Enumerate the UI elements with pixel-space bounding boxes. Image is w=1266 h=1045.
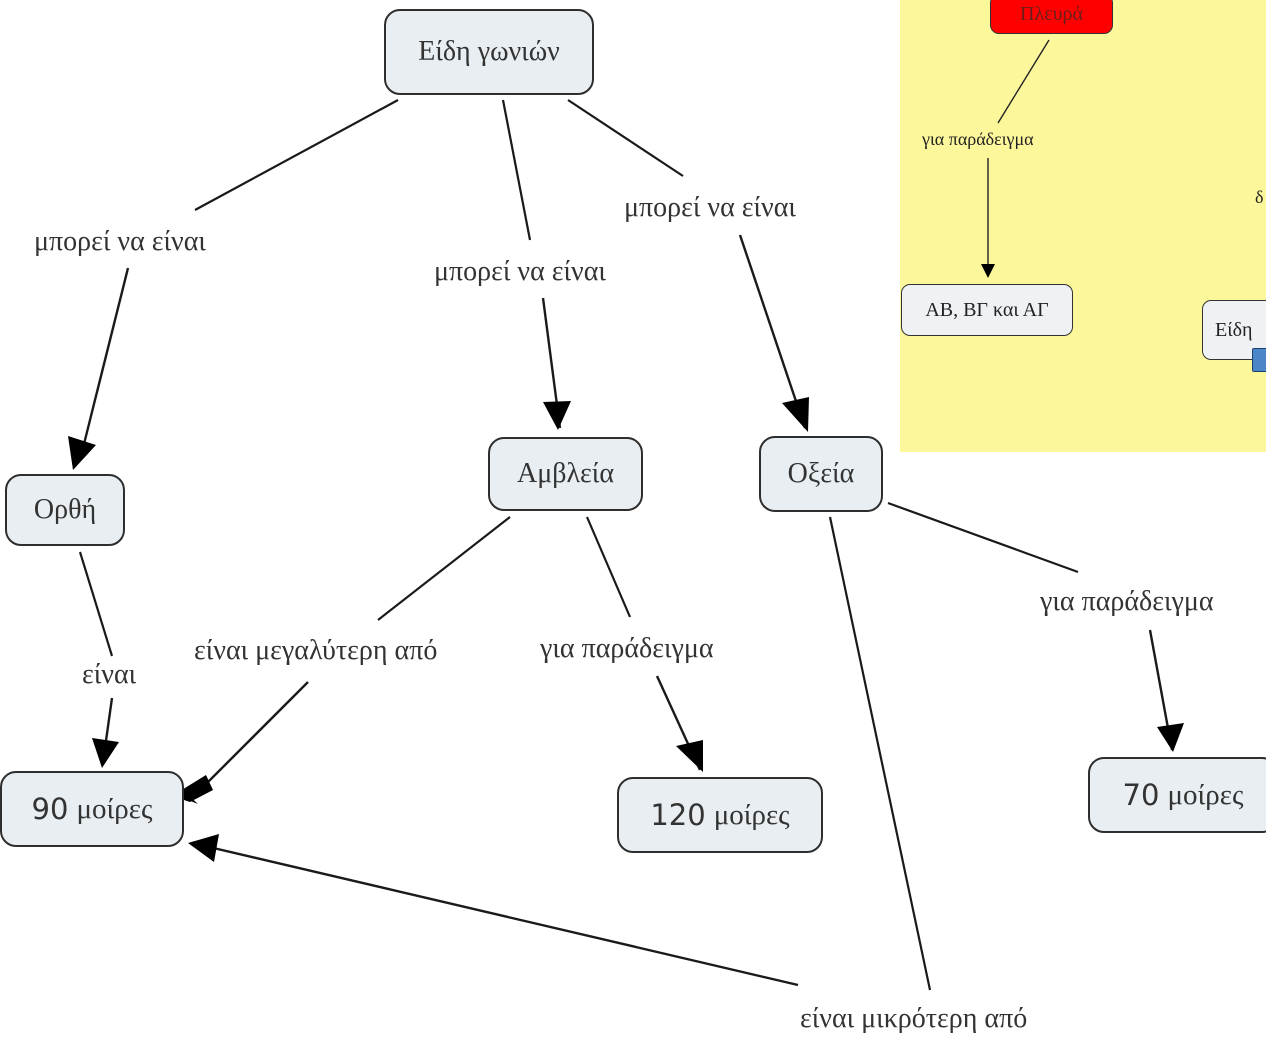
node-oxeia[interactable]: Οξεία <box>759 436 883 512</box>
inset-concept-map: Πλευρά για παράδειγμα ΑΒ, ΒΓ και ΑΓ δ Εί… <box>900 0 1266 452</box>
node-orthi-text: Ορθή <box>33 494 97 525</box>
link-label-can-be-left: μπορεί να είναι <box>34 226 206 257</box>
node-70-degrees[interactable]: 70 μοίρες <box>1088 757 1266 833</box>
attachment-icon[interactable] <box>1252 348 1266 372</box>
node-oxeia-text: Οξεία <box>787 458 855 489</box>
node-90-value: 90 <box>31 792 69 826</box>
node-70-value: 70 <box>1122 778 1160 812</box>
node-120-value: 120 <box>650 798 706 832</box>
link-label-greater-than: είναι μεγαλύτερη από <box>194 635 438 666</box>
node-orthi[interactable]: Ορθή <box>5 474 125 546</box>
inset-link-example: για παράδειγμα <box>922 129 1034 149</box>
node-amvleia-text: Αμβλεία <box>516 458 614 489</box>
inset-links <box>981 39 1050 278</box>
link-label-is: είναι <box>82 659 137 690</box>
link-label-example-oxeia: για παράδειγμα <box>1040 586 1214 617</box>
node-pleura-text: Πλευρά <box>1020 2 1083 25</box>
node-root-text: Είδη γωνιών <box>418 36 560 67</box>
node-amvleia[interactable]: Αμβλεία <box>488 437 643 511</box>
node-pleura[interactable]: Πλευρά <box>990 0 1113 34</box>
node-sides-example[interactable]: ΑΒ, ΒΓ και ΑΓ <box>901 284 1073 336</box>
inset-partial-label: δ <box>1255 187 1264 207</box>
node-90-unit: μοίρες <box>76 792 153 825</box>
node-eidi-partial-text: Είδη <box>1215 318 1253 341</box>
link-label-example-amvleia: για παράδειγμα <box>540 633 714 664</box>
node-root-eidi-gonion[interactable]: Είδη γωνιών <box>384 9 594 95</box>
node-sides-example-text: ΑΒ, ΒΓ και ΑΓ <box>925 298 1049 321</box>
link-label-can-be-middle: μπορεί να είναι <box>434 256 606 287</box>
node-90-degrees[interactable]: 90 μοίρες <box>0 771 184 847</box>
node-120-unit: μοίρες <box>713 798 790 831</box>
link-label-can-be-right: μπορεί να είναι <box>624 192 796 223</box>
link-label-less-than: είναι μικρότερη από <box>800 1003 1028 1034</box>
node-120-degrees[interactable]: 120 μοίρες <box>617 777 823 853</box>
node-70-unit: μοίρες <box>1167 778 1244 811</box>
